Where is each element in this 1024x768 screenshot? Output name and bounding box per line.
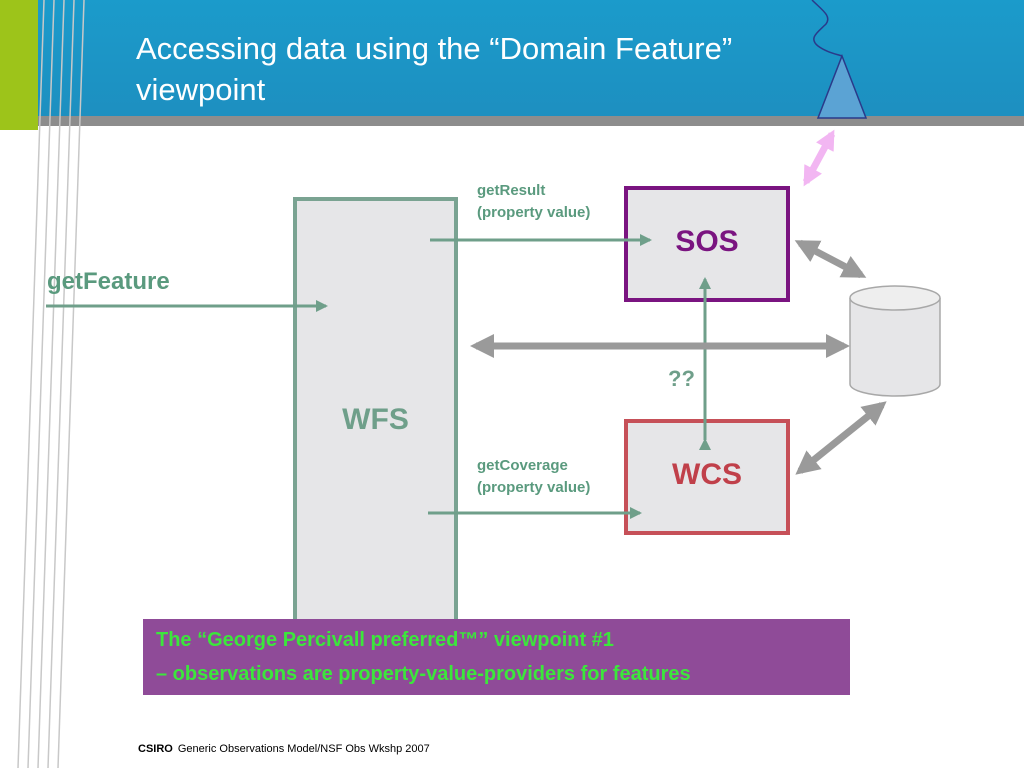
antenna-icon (811, 0, 868, 119)
get-result-line1: getResult (477, 182, 546, 199)
database-icon (849, 285, 941, 397)
satellite-link-arrow-icon (802, 129, 836, 187)
wfs-label: WFS (342, 403, 409, 436)
get-coverage-label: getCoverage (property value) (477, 455, 590, 499)
get-feature-label: getFeature (47, 268, 170, 295)
sos-label: SOS (675, 225, 739, 258)
slide-title-line1: Accessing data using the “Domain Feature… (136, 31, 733, 66)
footer-text: Generic Observations Model/NSF Obs Wkshp… (177, 743, 430, 755)
banner-line2: – observations are property-value-provid… (156, 663, 691, 685)
footer-brand: CSIRO (138, 743, 173, 755)
wfs-box (293, 197, 458, 638)
get-coverage-line1: getCoverage (477, 457, 568, 474)
get-coverage-line2: (property value) (477, 479, 591, 496)
slide-title: Accessing data using the “Domain Feature… (136, 28, 836, 110)
sos-database-arrow (794, 239, 867, 279)
viewpoint-banner (143, 619, 850, 695)
footer: CSIRO Generic Observations Model/NSF Obs … (138, 743, 430, 755)
header-rule (0, 116, 1024, 126)
wcs-database-arrow (795, 401, 887, 475)
get-result-line2: (property value) (477, 204, 591, 221)
wcs-label: WCS (672, 458, 742, 491)
lime-strip (0, 0, 38, 130)
get-result-label: getResult (property value) (477, 180, 590, 224)
banner-line1: The “George Percivall preferred™” viewpo… (156, 629, 614, 651)
question-label: ?? (668, 366, 695, 391)
slide-title-line2: viewpoint (136, 72, 266, 107)
left-edge-stripes (17, 0, 85, 768)
